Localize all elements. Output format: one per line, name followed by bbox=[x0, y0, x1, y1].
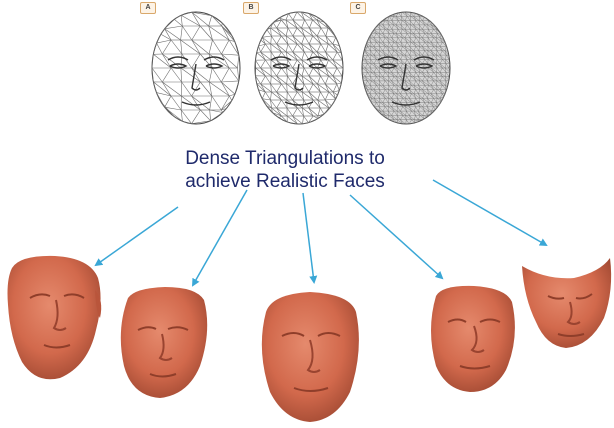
face-model-2 bbox=[121, 287, 207, 398]
face-model-1 bbox=[8, 256, 102, 379]
arrow-to-face-3 bbox=[303, 193, 314, 282]
caption-line-1: Dense Triangulations to bbox=[140, 147, 430, 170]
arrow-to-face-1 bbox=[96, 207, 178, 265]
face-model-4 bbox=[431, 286, 515, 392]
medium-mesh-face bbox=[243, 2, 355, 132]
mesh-panel-b: B bbox=[243, 2, 355, 132]
figure-caption: Dense Triangulations to achieve Realisti… bbox=[140, 147, 430, 193]
arrow-to-face-2 bbox=[193, 190, 247, 285]
face-model-3 bbox=[262, 292, 359, 422]
caption-line-2: achieve Realistic Faces bbox=[140, 170, 430, 193]
face-model-5 bbox=[522, 258, 611, 348]
panel-label-c: C bbox=[350, 2, 366, 14]
panel-label-b: B bbox=[243, 2, 259, 14]
mesh-panel-a: A bbox=[140, 2, 252, 132]
arrow-to-face-5 bbox=[433, 180, 546, 245]
arrow-to-face-4 bbox=[350, 195, 442, 278]
sparse-mesh-face bbox=[140, 2, 252, 132]
mesh-panel-c: C bbox=[350, 2, 462, 132]
dense-mesh-face bbox=[350, 2, 462, 132]
panel-label-a: A bbox=[140, 2, 156, 14]
